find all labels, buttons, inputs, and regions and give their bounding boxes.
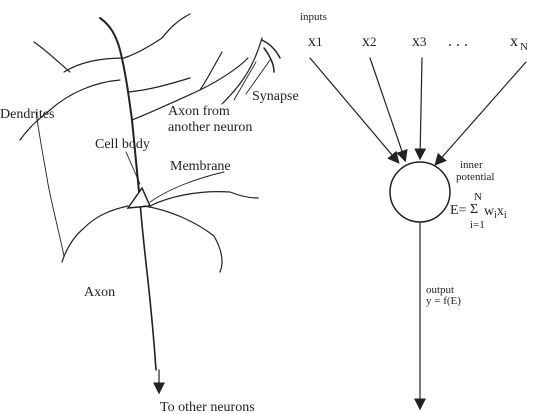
- sum-lower-limit: i=1: [470, 219, 485, 231]
- equation-lhs: E=: [450, 203, 467, 218]
- input-x2: x2: [362, 33, 377, 50]
- inputs-title: inputs: [300, 11, 327, 23]
- neuron-drawing: [20, 14, 280, 392]
- axon-from-label-line2: another neuron: [168, 120, 252, 135]
- model-drawing: [310, 58, 526, 408]
- ellipsis: . . .: [448, 33, 468, 50]
- to-other-neurons-label: To other neurons: [160, 400, 255, 414]
- membrane-label: Membrane: [170, 159, 231, 174]
- inner-label-line1: inner: [460, 159, 483, 171]
- dendrites-label: Dendrites: [0, 107, 54, 122]
- inner-label-line2: potential: [456, 171, 495, 183]
- output-equation: y = f(E): [426, 295, 461, 307]
- cell-body-label: Cell body: [95, 137, 150, 152]
- neuron-node: [390, 162, 450, 222]
- input-x3: x3: [412, 33, 427, 50]
- sum-term: wixi: [484, 204, 507, 221]
- input-x1: x1: [308, 33, 323, 50]
- axon-label: Axon: [84, 285, 115, 300]
- synapse-label: Synapse: [252, 89, 299, 104]
- neuron-labels: Dendrites Cell body Membrane Axon from a…: [0, 89, 299, 414]
- axon-from-label-line1: Axon from: [168, 104, 230, 119]
- sigma-symbol: Σ: [470, 202, 478, 217]
